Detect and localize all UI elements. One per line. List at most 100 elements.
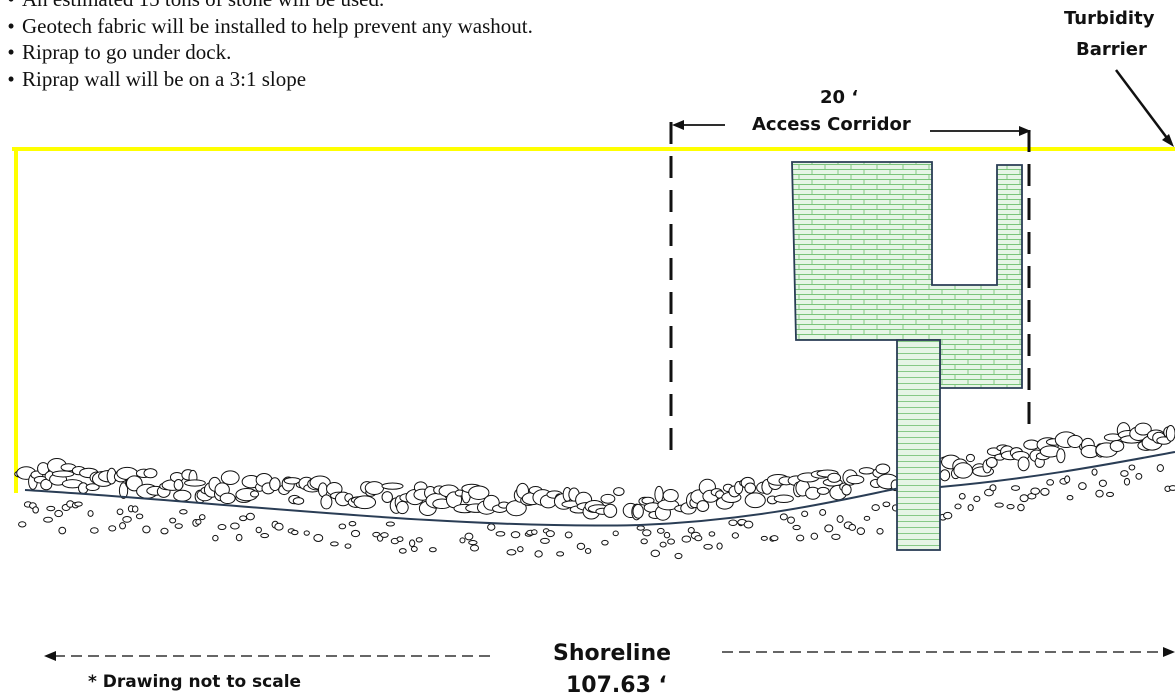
turbidity-label-line1: Turbidity: [1064, 8, 1155, 29]
riprap-stone: [1109, 439, 1125, 453]
note-item: •Riprap wall will be on a 3:1 slope: [7, 66, 307, 91]
riprap-pebble: [694, 535, 703, 542]
riprap-stone: [744, 492, 766, 509]
riprap-pebble: [260, 533, 270, 539]
scale-note: * Drawing not to scale: [88, 672, 302, 692]
riprap-pebble: [642, 529, 652, 537]
riprap-pebble: [863, 515, 871, 521]
riprap-pebble: [703, 543, 713, 550]
riprap-stone: [1056, 448, 1066, 464]
riprap-stone: [184, 479, 206, 487]
riprap-pebble: [464, 532, 474, 541]
access-corridor-label: Access Corridor: [752, 114, 911, 135]
riprap-pebble: [601, 539, 609, 546]
riprap-stone: [846, 474, 865, 485]
riprap-pebble: [1046, 479, 1055, 486]
riprap-pebble: [344, 543, 352, 549]
riprap-pebble: [810, 532, 819, 540]
riprap-pebble: [487, 523, 496, 531]
riprap-stone: [613, 487, 625, 496]
riprap-pebble: [728, 519, 738, 527]
riprap-pebble: [350, 529, 361, 538]
riprap-stone: [1165, 425, 1175, 442]
riprap-pebble: [943, 511, 953, 520]
note-item: •Geotech fabric will be installed to hel…: [7, 13, 533, 38]
riprap-pebble: [291, 529, 299, 536]
riprap-pebble: [179, 509, 188, 515]
riprap-pebble: [1106, 491, 1115, 497]
riprap-pebble: [656, 527, 665, 534]
riprap-pebble: [385, 521, 395, 527]
riprap-pebble: [836, 515, 844, 523]
riprap-pebble: [819, 508, 827, 516]
riprap-pebble: [1156, 464, 1164, 472]
riprap-pebble: [1019, 494, 1029, 503]
riprap-pebble: [169, 517, 177, 524]
riprap-pebble: [1098, 479, 1107, 487]
riprap-pebble: [459, 537, 466, 544]
riprap-pebble: [801, 510, 809, 518]
riprap-pebble: [135, 513, 144, 520]
riprap-stone: [85, 483, 100, 492]
riprap-stone: [468, 485, 490, 500]
riprap-pebble: [687, 527, 695, 534]
riprap-pebble: [506, 549, 517, 556]
riprap-pebble: [131, 505, 139, 513]
riprap-pebble: [1120, 470, 1129, 477]
riprap-stone: [632, 503, 644, 519]
shoreline-line: [24, 451, 1175, 527]
note-item: •Riprap to go under dock.: [7, 40, 232, 64]
riprap-pebble: [468, 540, 478, 546]
riprap-pebble: [534, 550, 543, 558]
dock-upper-platform: [791, 161, 1023, 389]
project-notes-list: •An estimated 15 tons of stone will be u…: [0, 0, 533, 92]
riprap-pebble: [1168, 485, 1175, 491]
riprap-stone: [396, 500, 409, 515]
riprap-pebble: [470, 544, 480, 552]
riprap-pebble: [313, 534, 324, 542]
riprap-stone: [875, 463, 891, 475]
riprap-pebble: [882, 501, 891, 508]
riprap-pebble: [779, 513, 788, 521]
riprap-pebble: [1011, 485, 1021, 491]
riprap-pebble: [667, 538, 675, 545]
riprap-pebble: [760, 535, 768, 541]
riprap-pebble: [32, 506, 39, 514]
riprap-pebble: [967, 504, 974, 512]
riprap-pebble: [848, 523, 857, 531]
riprap-stone: [269, 477, 281, 491]
riprap-pebble: [564, 531, 573, 539]
riprap-pebble: [212, 534, 219, 542]
turbidity-leader-arrow: [1115, 69, 1174, 147]
riprap-pebble: [429, 547, 437, 553]
riprap-pebble: [142, 525, 151, 534]
riprap-pebble: [510, 531, 521, 539]
riprap-pebble: [770, 535, 779, 542]
riprap-pebble: [58, 526, 67, 535]
riprap-pebble: [650, 549, 661, 558]
riprap-pebble: [174, 523, 183, 529]
riprap-stone: [118, 482, 129, 499]
riprap-pebble: [1091, 468, 1098, 476]
riprap-pebble: [195, 519, 202, 525]
turbidity-barrier: [12, 147, 1175, 493]
riprap-stone: [816, 486, 830, 495]
riprap-pebble: [856, 527, 866, 536]
riprap-pebble: [796, 534, 805, 542]
riprap-pebble: [108, 525, 117, 532]
riprap-pebble: [380, 532, 389, 538]
riprap-stone: [827, 472, 842, 483]
riprap-stone: [381, 482, 404, 490]
shoreline-label: Shoreline: [553, 641, 672, 666]
riprap-stone: [292, 497, 305, 505]
riprap-pebble: [716, 542, 723, 550]
corridor-width-label: 20 ‘: [820, 87, 859, 108]
riprap-stone: [220, 470, 240, 486]
riprap-pebble: [415, 537, 423, 543]
riprap-pebble: [674, 552, 683, 560]
riprap-stone: [364, 481, 385, 495]
riprap-pebble: [663, 531, 671, 539]
riprap-pebble: [584, 548, 592, 554]
riprap-pebble: [876, 528, 884, 535]
